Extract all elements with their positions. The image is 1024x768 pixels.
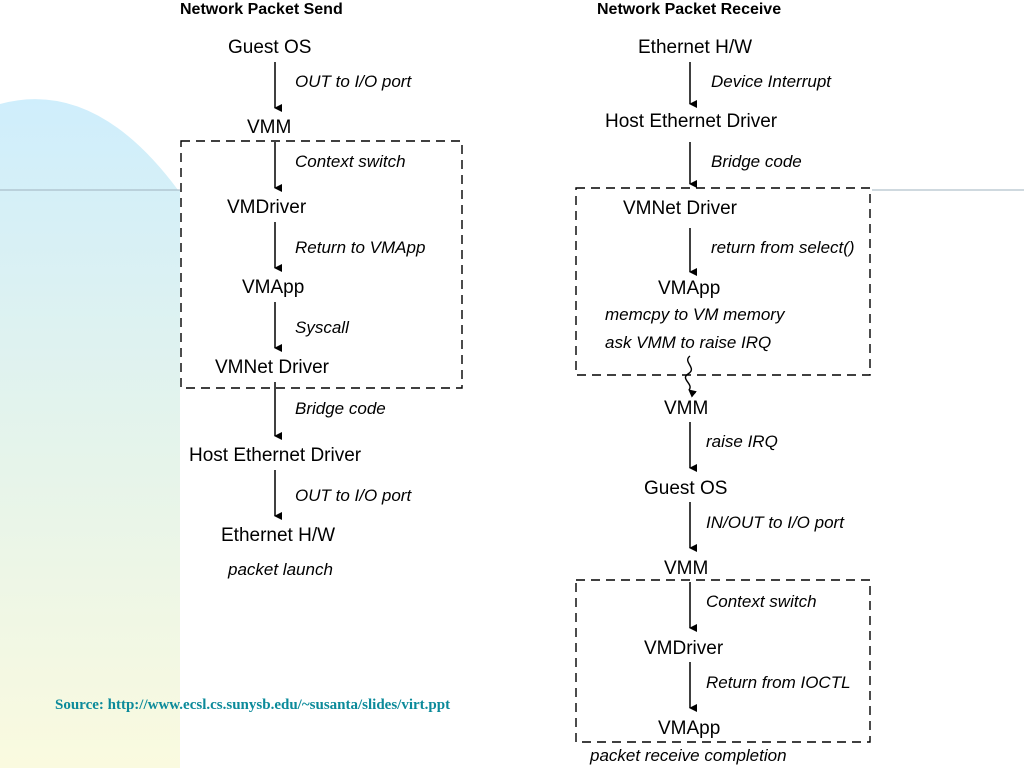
receive-edge-label-4: raise IRQ <box>706 432 778 451</box>
receive-node-ethernet-hw: Ethernet H/W <box>638 37 753 58</box>
receive-node-vmapp: VMApp <box>658 278 721 299</box>
send-edge-label-4: Syscall <box>295 318 349 337</box>
source-citation: Source: http://www.ecsl.cs.sunysb.edu/~s… <box>55 697 451 713</box>
send-node-host-ethernet-driver: Host Ethernet Driver <box>189 445 362 466</box>
receive-node-vmm: VMM <box>664 398 709 419</box>
send-edge-label-6: OUT to I/O port <box>295 486 412 505</box>
receive-node-vmapp-2: VMApp <box>658 718 721 739</box>
diagram-lines <box>180 62 871 743</box>
send-node-vmapp: VMApp <box>242 277 305 298</box>
receive-edge-label-7: Return from IOCTL <box>706 673 851 692</box>
send-node-vmdriver: VMDriver <box>227 197 307 218</box>
receive-edge-label-2: Bridge code <box>711 152 802 171</box>
receive-node-vmm-2: VMM <box>664 558 709 579</box>
send-node-ethernet-hw: Ethernet H/W <box>221 525 336 546</box>
send-node-vmm: VMM <box>247 117 292 138</box>
receive-footer: packet receive completion <box>590 746 787 765</box>
receive-node-host-ethernet-driver: Host Ethernet Driver <box>605 111 778 132</box>
receive-note-raise-irq: ask VMM to raise IRQ <box>605 333 772 352</box>
send-edge-label-2: Context switch <box>295 152 406 171</box>
send-edge-label-3: Return to VMApp <box>295 238 426 257</box>
receive-edge-label-3: return from select() <box>711 238 855 257</box>
send-footer: packet launch <box>228 560 333 579</box>
receive-note-memcpy: memcpy to VM memory <box>605 305 785 324</box>
send-title: Network Packet Send <box>180 1 343 18</box>
receive-squiggle-arrow <box>684 355 697 398</box>
receive-dashed-box-2 <box>575 579 871 743</box>
receive-edge-label-6: Context switch <box>706 592 817 611</box>
receive-edge-label-1: Device Interrupt <box>711 72 831 91</box>
receive-node-guest-os: Guest OS <box>644 478 728 499</box>
receive-node-vmnet-driver: VMNet Driver <box>623 198 738 219</box>
receive-node-vmdriver: VMDriver <box>644 638 724 659</box>
network-packet-diagram: Network Packet Send Network Packet Recei… <box>180 0 872 768</box>
send-node-vmnet-driver: VMNet Driver <box>215 357 330 378</box>
receive-title: Network Packet Receive <box>597 1 782 18</box>
send-dashed-box <box>180 140 463 389</box>
receive-edge-label-5: IN/OUT to I/O port <box>706 513 844 532</box>
send-node-guest-os: Guest OS <box>228 37 312 58</box>
send-edge-label-1: OUT to I/O port <box>295 72 412 91</box>
send-edge-label-5: Bridge code <box>295 399 386 418</box>
background-arc-shape <box>0 99 180 768</box>
